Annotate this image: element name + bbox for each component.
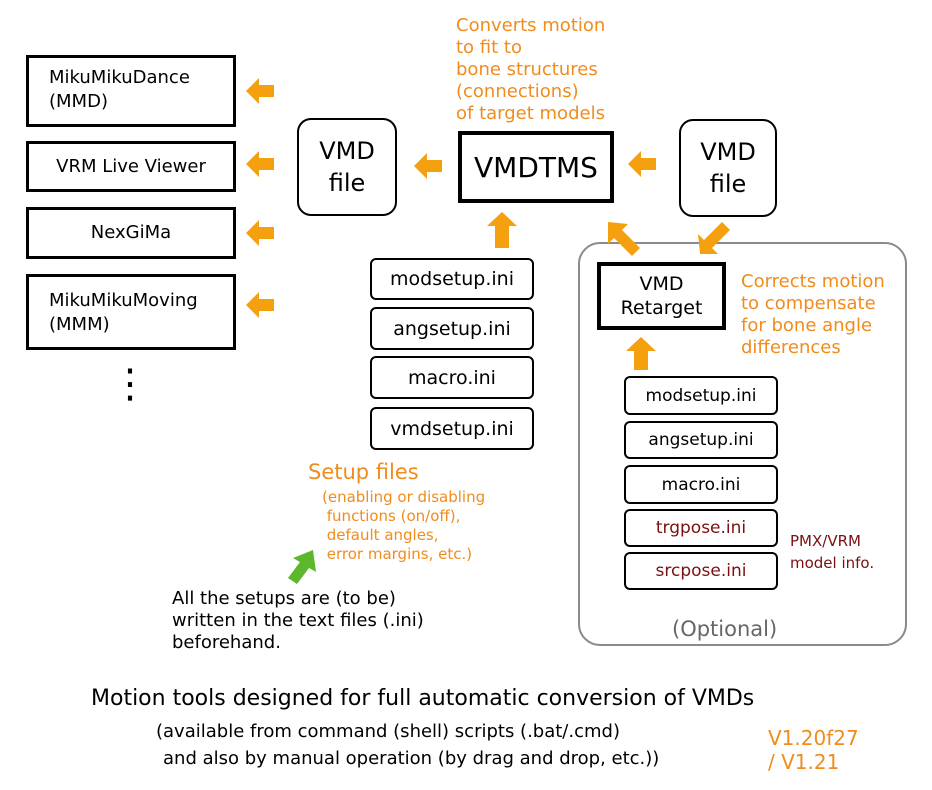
ellipsis-more-targets: ⋮ xyxy=(110,361,150,407)
optional-label: (Optional) xyxy=(672,617,778,641)
ini-modsetup: modsetup.ini xyxy=(370,258,534,300)
vmd-output-file: VMD file xyxy=(297,118,397,216)
vmdtms-label: VMDTMS xyxy=(474,150,598,184)
model-info-label: PMX/VRM model info. xyxy=(790,532,875,572)
retarget-ini-macro: macro.ini xyxy=(624,465,778,504)
optional-group xyxy=(578,242,907,646)
target-nexgima: NexGiMa xyxy=(26,207,236,259)
arrow-to-nexgima xyxy=(246,220,274,246)
target-mmm: MikuMikuMoving (MMM) xyxy=(26,274,236,350)
setup-files-title: Setup files xyxy=(308,460,419,484)
footer-subtitle-1: (available from command (shell) scripts … xyxy=(156,721,620,742)
footer-title: Motion tools designed for full automatic… xyxy=(91,686,755,711)
arrow-to-mmm xyxy=(246,292,274,318)
retarget-description: Corrects motion to compensate for bone a… xyxy=(741,271,885,358)
arrow-vmdtms-to-output xyxy=(414,153,442,179)
retarget-ini-modsetup: modsetup.ini xyxy=(624,376,778,415)
vmdtms-box: VMDTMS xyxy=(458,131,614,203)
ini-vmdsetup: vmdsetup.ini xyxy=(370,407,534,450)
target-vrm-live-viewer: VRM Live Viewer xyxy=(26,141,236,192)
arrow-input-to-retarget xyxy=(698,222,730,254)
ini-macro: macro.ini xyxy=(370,356,534,399)
arrow-ini-to-vmdtms xyxy=(487,212,517,248)
arrow-retarget-ini-to-retarget xyxy=(626,337,656,370)
arrow-note-to-setup xyxy=(288,550,316,584)
setup-files-description: (enabling or disabling functions (on/off… xyxy=(322,488,486,563)
ini-angsetup: angsetup.ini xyxy=(370,307,534,350)
footer-subtitle-2: and also by manual operation (by drag an… xyxy=(163,748,660,769)
ini-text-note: All the setups are (to be) written in th… xyxy=(172,588,424,653)
ini-trgpose: trgpose.ini xyxy=(624,509,778,547)
arrow-input-to-vmdtms xyxy=(628,151,656,177)
target-mmd: MikuMikuDance (MMD) xyxy=(26,55,236,127)
arrow-to-mmd xyxy=(246,78,274,104)
vmdtms-description: Converts motion to fit to bone structure… xyxy=(456,15,606,124)
vmd-retarget-box: VMD Retarget xyxy=(597,262,726,330)
ini-srcpose: srcpose.ini xyxy=(624,552,778,590)
retarget-ini-angsetup: angsetup.ini xyxy=(624,421,778,459)
vmd-input-file: VMD file xyxy=(679,119,777,217)
version-label: V1.20f27 / V1.21 xyxy=(768,726,859,774)
arrow-to-vrm-live-viewer xyxy=(246,151,274,177)
arrow-retarget-to-vmdtms xyxy=(608,222,640,256)
